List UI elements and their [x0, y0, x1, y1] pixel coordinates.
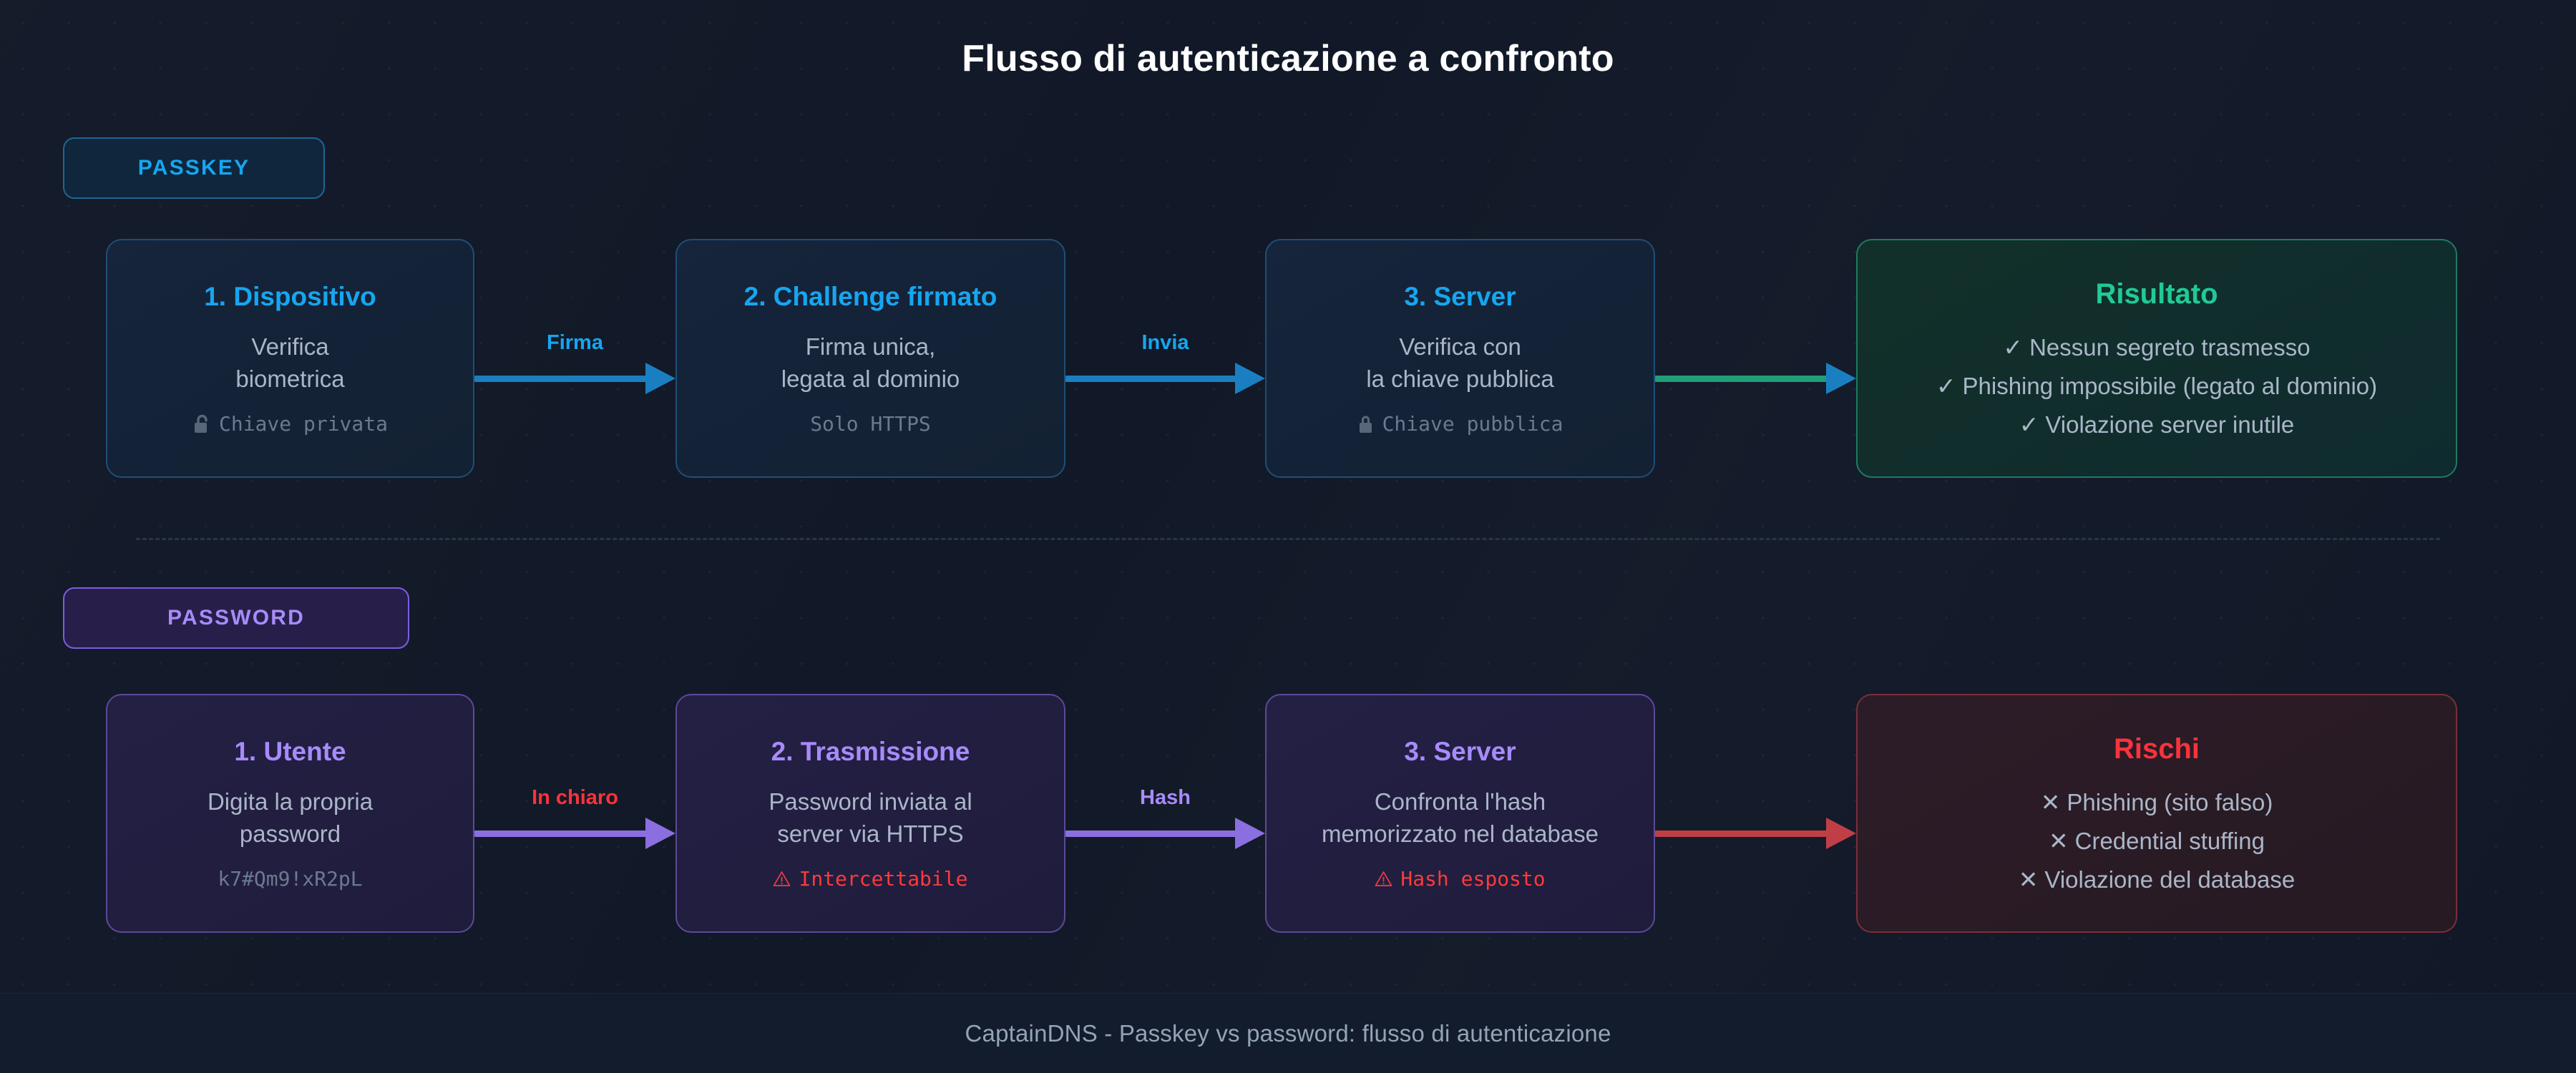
password-step-card-3: 3. Server Confronta l'hash memorizzato n…: [1265, 694, 1655, 933]
arrow-head: [1235, 818, 1265, 849]
step-description: Confronta l'hash memorizzato nel databas…: [1321, 788, 1599, 848]
password-connector-2: Hash: [1065, 767, 1265, 860]
passkey-step-card-2: 2. Challenge firmato Firma unica, legata…: [675, 239, 1065, 478]
check-icon: ✓: [2003, 334, 2024, 361]
step-meta: Solo HTTPS: [810, 411, 931, 436]
cross-icon: ✕: [2040, 789, 2061, 816]
step-meta-label: Solo HTTPS: [810, 411, 931, 436]
section-badge-passkey: PASSKEY: [63, 137, 325, 199]
section-badge-passkey-label: PASSKEY: [137, 156, 250, 180]
outcome-item: ✓Violazione server inutile: [2019, 411, 2295, 438]
connector-label: Hash: [1140, 786, 1191, 809]
arrow-right-icon: [474, 818, 675, 849]
step-title: 1. Utente: [234, 737, 346, 767]
passkey-connector-3: [1655, 312, 1856, 405]
step-meta-label: k7#Qm9!xR2pL: [218, 866, 363, 891]
outcome-item-label: Phishing (sito falso): [2067, 789, 2273, 816]
passkey-step-card-3: 3. Server Verifica con la chiave pubblic…: [1265, 239, 1655, 478]
arrow-line: [1655, 830, 1828, 837]
password-connector-3: [1655, 767, 1856, 860]
passkey-flow-row: 1. Dispositivo Verifica biometrica Chiav…: [0, 239, 2576, 478]
unlock-icon: [192, 414, 211, 434]
step-title: 3. Server: [1404, 282, 1516, 312]
password-outcome-card: Rischi ✕Phishing (sito falso) ✕Credentia…: [1856, 694, 2457, 933]
arrow-line: [474, 830, 647, 837]
step-meta: Chiave privata: [192, 411, 388, 436]
step-title: 1. Dispositivo: [204, 282, 376, 312]
arrow-head: [1826, 818, 1856, 849]
step-description: Verifica biometrica: [235, 333, 345, 393]
outcome-item-label: Violazione del database: [2044, 866, 2296, 893]
connector-label: Invia: [1141, 331, 1189, 354]
arrow-head: [1826, 363, 1856, 394]
connector-label: Firma: [547, 331, 603, 354]
outcome-title: Risultato: [2095, 278, 2218, 310]
warning-icon: [1375, 871, 1392, 887]
outcome-item-label: Violazione server inutile: [2045, 411, 2295, 438]
arrow-line: [1065, 830, 1236, 837]
step-description: Digita la propria password: [207, 788, 374, 848]
arrow-right-icon: [474, 363, 675, 394]
step-title: 3. Server: [1404, 737, 1516, 767]
outcome-item-label: Credential stuffing: [2074, 828, 2265, 855]
step-title: 2. Challenge firmato: [743, 282, 997, 312]
arrow-line: [474, 375, 647, 382]
outcome-item: ✓Phishing impossibile (legato al dominio…: [1936, 373, 2377, 400]
arrow-line: [1655, 375, 1828, 382]
page-title: Flusso di autenticazione a confronto: [962, 38, 1614, 79]
passkey-connector-2: Invia: [1065, 312, 1265, 405]
step-meta-label: Hash esposto: [1400, 866, 1546, 891]
arrow-right-icon: [1065, 363, 1265, 394]
step-meta-label: Chiave privata: [218, 411, 388, 436]
passkey-outcome-card: Risultato ✓Nessun segreto trasmesso ✓Phi…: [1856, 239, 2457, 478]
outcome-list: ✓Nessun segreto trasmesso ✓Phishing impo…: [1936, 334, 2377, 438]
step-meta-label: Chiave pubblica: [1382, 411, 1563, 436]
outcome-list: ✕Phishing (sito falso) ✕Credential stuff…: [2019, 789, 2296, 893]
step-meta: Intercettabile: [773, 866, 968, 891]
section-badge-password: PASSWORD: [63, 587, 409, 649]
arrow-head: [1235, 363, 1265, 394]
step-description: Password inviata al server via HTTPS: [769, 788, 972, 848]
arrow-right-icon: [1655, 363, 1856, 394]
outcome-item: ✓Nessun segreto trasmesso: [2003, 334, 2310, 361]
step-meta: k7#Qm9!xR2pL: [218, 866, 363, 891]
arrow-line: [1065, 375, 1236, 382]
outcome-item: ✕Credential stuffing: [2049, 828, 2265, 855]
password-flow-row: 1. Utente Digita la propria password k7#…: [0, 694, 2576, 933]
cross-icon: ✕: [2018, 866, 2039, 893]
outcome-item-label: Nessun segreto trasmesso: [2029, 334, 2311, 361]
passkey-connector-1: Firma: [474, 312, 675, 405]
footer-caption: CaptainDNS - Passkey vs password: flusso…: [965, 1019, 1611, 1047]
passkey-step-card-1: 1. Dispositivo Verifica biometrica Chiav…: [106, 239, 474, 478]
arrow-head: [645, 818, 675, 849]
arrow-right-icon: [1065, 818, 1265, 849]
check-icon: ✓: [2019, 411, 2039, 438]
outcome-item: ✕Phishing (sito falso): [2041, 789, 2273, 816]
step-description: Verifica con la chiave pubblica: [1366, 333, 1554, 393]
step-meta: Hash esposto: [1375, 866, 1546, 891]
connector-label: In chiaro: [532, 786, 618, 809]
outcome-item-label: Phishing impossibile (legato al dominio): [1962, 373, 2378, 400]
warning-icon: [773, 871, 791, 887]
outcome-item: ✕Violazione del database: [2019, 866, 2296, 893]
password-connector-1: In chiaro: [474, 767, 675, 860]
step-meta-label: Intercettabile: [799, 866, 968, 891]
outcome-title: Rischi: [2113, 733, 2200, 765]
password-step-card-2: 2. Trasmissione Password inviata al serv…: [675, 694, 1065, 933]
check-icon: ✓: [1936, 373, 1956, 400]
arrow-head: [645, 363, 675, 394]
footer-bar: CaptainDNS - Passkey vs password: flusso…: [0, 993, 2576, 1073]
password-step-card-1: 1. Utente Digita la propria password k7#…: [106, 694, 474, 933]
cross-icon: ✕: [2048, 828, 2069, 855]
step-meta: Chiave pubblica: [1357, 411, 1563, 436]
arrow-right-icon: [1655, 818, 1856, 849]
step-description: Firma unica, legata al dominio: [781, 333, 960, 393]
step-title: 2. Trasmissione: [771, 737, 970, 767]
section-badge-password-label: PASSWORD: [167, 606, 306, 629]
lock-icon: [1357, 414, 1375, 434]
section-divider: [136, 538, 2440, 540]
